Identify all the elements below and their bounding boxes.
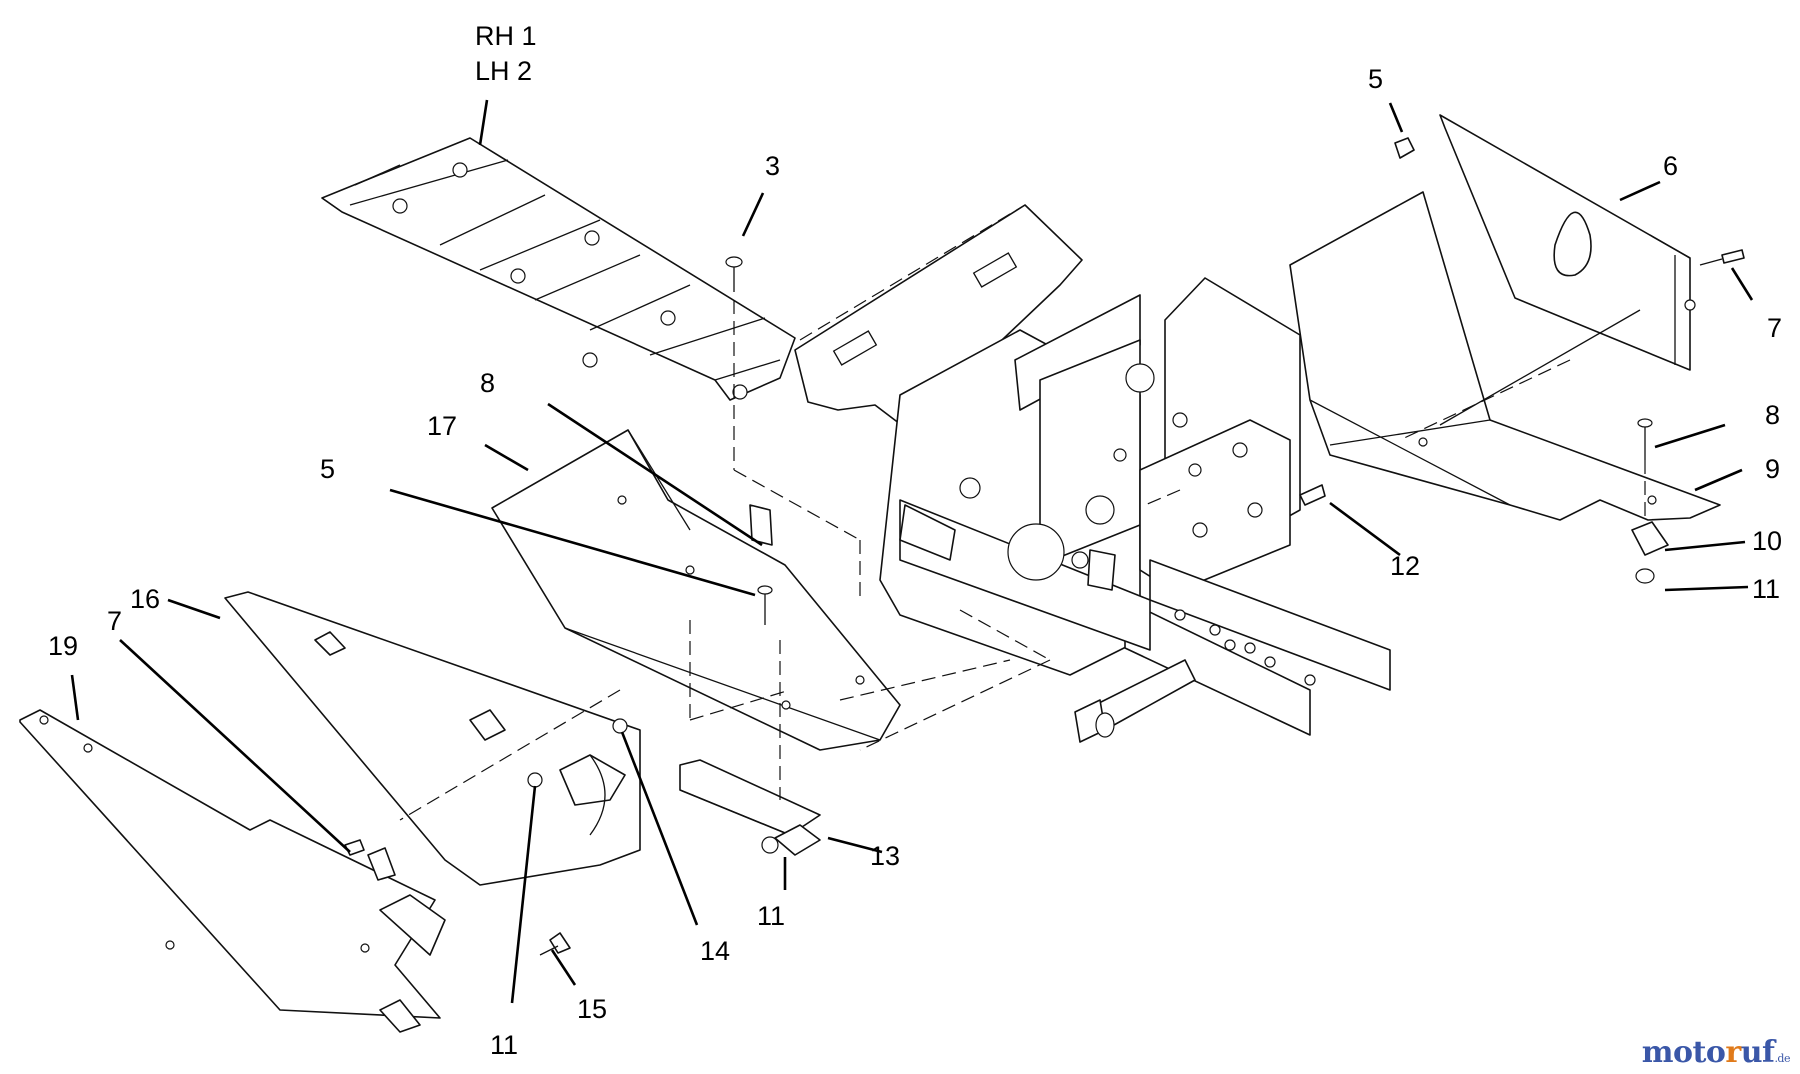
- screw-3: [725, 256, 743, 292]
- callout-5-left: 5: [320, 454, 335, 484]
- callout-16: 16: [130, 584, 160, 614]
- shroud-17: [491, 429, 901, 751]
- axle: [1074, 659, 1196, 743]
- callout-labels: RH 1 LH 2 3 5 6 7 8 9 10 11 12 8 17 5 16…: [48, 21, 1782, 1060]
- callout-8-right: 8: [1765, 400, 1780, 430]
- callout-11-bottom: 11: [490, 1030, 518, 1060]
- callout-3: 3: [765, 151, 780, 181]
- callout-7-right: 7: [1767, 313, 1782, 343]
- callout-5-top: 5: [1368, 64, 1383, 94]
- callout-10: 10: [1752, 526, 1782, 556]
- callout-7-left: 7: [107, 606, 122, 636]
- footrest-part: [321, 137, 796, 401]
- callout-19: 19: [48, 631, 78, 661]
- callout-13: 13: [870, 841, 900, 871]
- callout-lh2: LH 2: [475, 56, 532, 86]
- callout-17: 17: [427, 411, 457, 441]
- callout-15: 15: [577, 994, 607, 1024]
- rear-cover-6: [1439, 114, 1696, 371]
- bracket-13: [679, 759, 821, 856]
- alignment-lines: [399, 204, 1646, 821]
- callout-12: 12: [1390, 551, 1420, 581]
- callout-6: 6: [1663, 151, 1678, 181]
- callout-11-mid: 11: [757, 901, 785, 931]
- main-frame: [794, 204, 1391, 736]
- callout-11-right: 11: [1752, 574, 1780, 604]
- callout-9: 9: [1765, 454, 1780, 484]
- callout-8-left: 8: [480, 368, 495, 398]
- fasteners-right: [1299, 137, 1745, 584]
- leader-lines: [70, 99, 1754, 1004]
- callout-rh1: RH 1: [475, 21, 537, 51]
- watermark-logo: motoruf.de: [1641, 1035, 1791, 1070]
- side-panel-19: [19, 709, 446, 1033]
- callout-14: 14: [700, 936, 730, 966]
- fender-16: [224, 591, 641, 886]
